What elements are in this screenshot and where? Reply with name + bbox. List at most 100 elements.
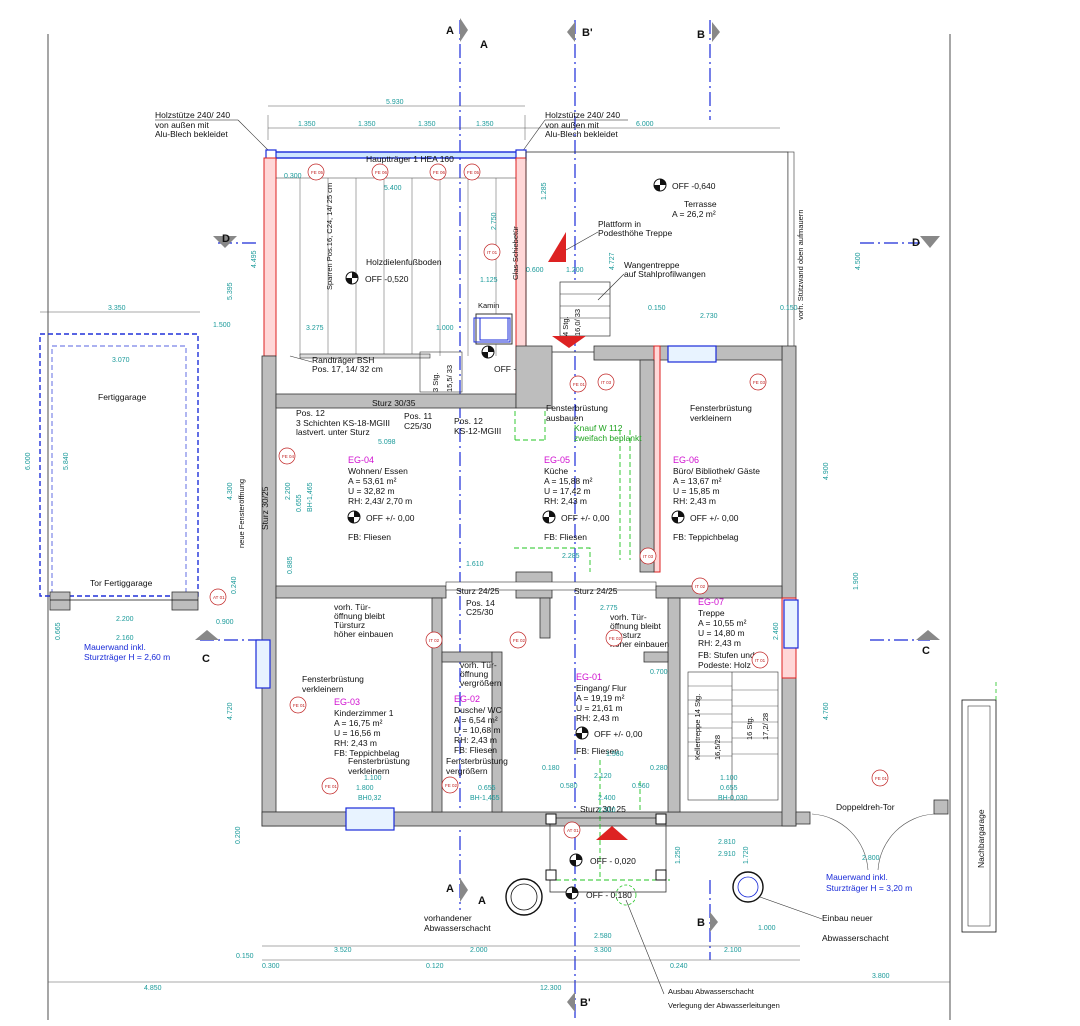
room-eg05: EG-05 Küche A = 15,88 m² U = 17,42 m RH:… bbox=[542, 455, 610, 542]
dim-0150b: 0.150 bbox=[780, 305, 798, 312]
stairs16-label: 16 Stg. bbox=[745, 716, 754, 740]
axis-label-a-bottom-right: A bbox=[478, 895, 486, 907]
knauf-1: Knauf W 112 bbox=[574, 423, 623, 433]
garage-door-label: Tor Fertiggarage bbox=[90, 578, 153, 588]
misc-dimensions: 4.300 2.200 0.655 BH-1,465 1.610 2.285 2… bbox=[48, 462, 950, 992]
dim-bay-1: 1.350 bbox=[298, 121, 316, 128]
dim-1500: 1.500 bbox=[213, 322, 231, 329]
axis-label-b-top: B bbox=[697, 29, 705, 41]
dim-4760: 4.760 bbox=[823, 702, 830, 720]
column-right-line2: von außen mit bbox=[545, 120, 599, 130]
dim-2100: 2.100 bbox=[724, 947, 742, 954]
svg-text:FE 06: FE 06 bbox=[375, 170, 388, 175]
dim-4500: 4.500 bbox=[855, 252, 862, 270]
dim-2310: 2.310 bbox=[598, 807, 616, 814]
dim-garage-bottom2: 2.160 bbox=[116, 635, 134, 642]
door-remains-2: öffnung bleibt bbox=[334, 611, 386, 621]
lintel-24-25-a: Sturz 24/25 bbox=[456, 586, 500, 596]
stairs16-ratio: 17,2/ 28 bbox=[761, 713, 770, 740]
axis-label-c-right: C bbox=[922, 645, 930, 657]
new-window-note: neue Fensteröffnung bbox=[237, 479, 246, 548]
dim-terrace-width: 6.000 bbox=[636, 121, 654, 128]
svg-text:AT 01: AT 01 bbox=[213, 595, 225, 600]
dim-12300: 12.300 bbox=[540, 985, 562, 992]
notes: Fensterbrüstung ausbauen Knauf W 112 zwe… bbox=[302, 403, 752, 776]
svg-text:FE 01: FE 01 bbox=[875, 776, 888, 781]
kid-parapet2-2: verkleinern bbox=[348, 766, 390, 776]
svg-text:Wohnen/ Essen: Wohnen/ Essen bbox=[348, 466, 408, 476]
entry-porch: OFF - 0,020 OFF - 0,180 bbox=[545, 813, 667, 906]
dim-garage-depth: 6.000 bbox=[25, 452, 32, 470]
door-remains-4: höher einbauen bbox=[334, 629, 393, 639]
room-eg02: EG-02 Dusche/ WC A = 6,54 m² U = 10,68 m… bbox=[454, 694, 502, 755]
top-dimensions: 5.930 1.350 1.350 1.350 1.350 6.000 bbox=[267, 99, 780, 140]
dim-1800: 1.800 bbox=[356, 785, 374, 792]
dim-bay-2: 1.350 bbox=[358, 121, 376, 128]
dim-0665: 0.665 bbox=[55, 622, 62, 640]
edge-beam-line1: Randträger BSH bbox=[312, 355, 374, 365]
svg-text:FE 05: FE 05 bbox=[467, 170, 480, 175]
svg-text:FE 01: FE 01 bbox=[325, 784, 338, 789]
neighbor-garage: Nachbargarage bbox=[976, 809, 986, 868]
dim-2750: 2.750 bbox=[491, 212, 498, 230]
svg-text:FB: Fliesen: FB: Fliesen bbox=[576, 746, 619, 756]
door-enlarge-1: vorh. Tür- bbox=[460, 660, 497, 670]
lintels: Sturz 30/35 Sturz 30/25 Sturz 24/25 Stur… bbox=[237, 398, 626, 814]
right-wall-note-2: Sturzträger H = 3,20 m bbox=[826, 883, 912, 893]
dim-0700: 0.700 bbox=[650, 669, 668, 676]
svg-text:Büro/ Bibliothek/ Gäste: Büro/ Bibliothek/ Gäste bbox=[673, 466, 760, 476]
right-side: Doppeldreh-Tor Mauerwand inkl. Sturzträg… bbox=[795, 680, 997, 933]
dim-2810: 2.810 bbox=[718, 839, 736, 846]
svg-text:FB: Teppichbelag: FB: Teppichbelag bbox=[334, 748, 400, 758]
small-stair-steps: 3 Stg. bbox=[431, 372, 440, 392]
svg-text:A = 16,75 m²: A = 16,75 m² bbox=[334, 718, 383, 728]
dim-0900: 0.900 bbox=[216, 619, 234, 626]
bath-parapet-2: vergrößern bbox=[446, 766, 488, 776]
dim-0560: 0.560 bbox=[632, 783, 650, 790]
dim-2800: 2.800 bbox=[862, 855, 880, 862]
dim-0280: 0.280 bbox=[650, 765, 668, 772]
svg-text:FB: Teppichbelag: FB: Teppichbelag bbox=[673, 532, 739, 542]
dim-0300b: 0.300 bbox=[262, 963, 280, 970]
parapet-remove-2: ausbauen bbox=[546, 413, 584, 423]
cellar-stairs-label: Kellertreppe 14 Stg. bbox=[693, 694, 702, 760]
door2-4: höher einbauen bbox=[610, 639, 669, 649]
dim-3520: 3.520 bbox=[334, 947, 352, 954]
room-eg03: EG-03 Kinderzimmer 1 A = 16,75 m² U = 16… bbox=[334, 697, 400, 758]
pipe-laying: Verlegung der Abwasserleitungen bbox=[668, 1001, 780, 1010]
svg-text:EG-03: EG-03 bbox=[334, 697, 360, 707]
svg-text:EG-01: EG-01 bbox=[576, 672, 602, 682]
dim-5395: 5.395 bbox=[227, 282, 234, 300]
dim-2730: 2.730 bbox=[700, 313, 718, 320]
dim-4300: 4.300 bbox=[227, 482, 234, 500]
garage: Fertiggarage Tor Fertiggarage 3.350 3.07… bbox=[25, 305, 234, 662]
dim-garage-inner-depth: 5.840 bbox=[63, 452, 70, 470]
dim-0150c: 0.150 bbox=[236, 953, 254, 960]
axis-label-b-bottom: B bbox=[697, 917, 705, 929]
parapet-remove-1: Fensterbrüstung bbox=[546, 403, 608, 413]
svg-text:FE 06: FE 06 bbox=[433, 170, 446, 175]
svg-text:Dusche/ WC: Dusche/ WC bbox=[454, 705, 502, 715]
dim-3800: 3.800 bbox=[872, 973, 890, 980]
dim-2400: 2.400 bbox=[598, 795, 616, 802]
svg-text:A = 13,67 m²: A = 13,67 m² bbox=[673, 476, 722, 486]
svg-text:RH: 2,43 m: RH: 2,43 m bbox=[334, 738, 377, 748]
dim-1000b: 1.000 bbox=[758, 925, 776, 932]
svg-text:FE 02: FE 02 bbox=[513, 638, 526, 643]
pos12a: Pos. 12 bbox=[296, 408, 325, 418]
pos12a-line3: lastvert. unter Sturz bbox=[296, 427, 370, 437]
wintergarden-level: OFF -0,520 bbox=[365, 274, 409, 284]
svg-text:FB: Fliesen: FB: Fliesen bbox=[454, 745, 497, 755]
svg-text:FB: Stufen und: FB: Stufen und bbox=[698, 650, 755, 660]
svg-text:EG-02: EG-02 bbox=[454, 694, 480, 704]
axis-label-c-left: C bbox=[202, 653, 210, 665]
terrace-level: OFF -0,640 bbox=[672, 181, 716, 191]
platform-steps: 4 Stg. bbox=[561, 316, 570, 336]
dim-bh0030: BH-0,030 bbox=[718, 795, 748, 802]
axis-label-a-top-right: A bbox=[480, 39, 488, 51]
dim-3300: 3.300 bbox=[594, 947, 612, 954]
svg-text:IT 02: IT 02 bbox=[429, 638, 440, 643]
shaft-existing-2: Abwasserschacht bbox=[424, 923, 491, 933]
svg-text:Podeste: Holz: Podeste: Holz bbox=[698, 660, 751, 670]
dim-bh1465a: BH-1,465 bbox=[307, 482, 314, 512]
